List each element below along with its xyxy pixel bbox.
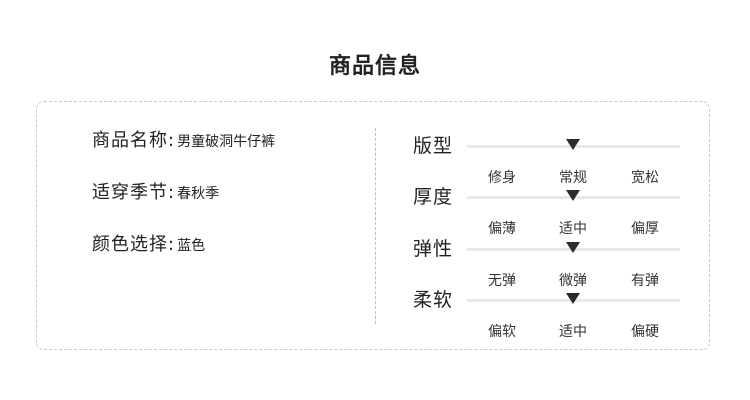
scale-option: 微弹	[559, 273, 587, 289]
vertical-divider	[375, 128, 376, 324]
scale-option: 宽松	[631, 170, 659, 186]
info-row-season: 适穿季节: 春秋季	[92, 178, 219, 206]
attr-row-fit: 版型 修身 常规 宽松	[413, 131, 713, 186]
info-row-name: 商品名称: 男童破洞牛仔裤	[92, 126, 275, 154]
scale-option: 常规	[559, 170, 587, 186]
scale-marker-icon	[566, 293, 580, 304]
info-label: 商品名称:	[92, 130, 176, 151]
attr-name: 柔软	[413, 289, 454, 311]
attr-row-thickness: 厚度 偏薄 适中 偏厚	[413, 182, 713, 237]
scale-marker-icon	[566, 242, 580, 253]
page-title: 商品信息	[328, 54, 421, 79]
attr-name: 弹性	[413, 238, 454, 260]
scale-option: 偏软	[488, 324, 516, 340]
scale-option: 偏薄	[488, 221, 516, 237]
scale-marker-icon	[566, 190, 580, 201]
scale-option: 无弹	[488, 273, 516, 289]
scale-option: 偏厚	[631, 221, 659, 237]
attr-row-softness: 柔软 偏软 适中 偏硬	[413, 285, 713, 340]
scale-option: 有弹	[631, 273, 659, 289]
info-value: 蓝色	[177, 238, 206, 254]
info-value: 男童破洞牛仔裤	[177, 134, 276, 150]
info-value: 春秋季	[177, 186, 220, 202]
info-row-color: 颜色选择: 蓝色	[92, 230, 205, 258]
attr-name: 厚度	[413, 186, 454, 208]
info-label: 颜色选择:	[92, 234, 176, 255]
scale-track: 修身 常规 宽松	[467, 139, 680, 186]
info-label: 适穿季节:	[92, 182, 176, 203]
scale-option: 适中	[559, 221, 587, 237]
attr-row-elasticity: 弹性 无弹 微弹 有弹	[413, 234, 713, 289]
scale-option: 修身	[488, 170, 516, 186]
scale-track: 无弹 微弹 有弹	[467, 242, 680, 289]
attr-name: 版型	[413, 135, 454, 157]
scale-option: 偏硬	[631, 324, 659, 340]
scale-track: 偏薄 适中 偏厚	[467, 190, 680, 237]
scale-track: 偏软 适中 偏硬	[467, 293, 680, 340]
product-info-card: 商品名称: 男童破洞牛仔裤 适穿季节: 春秋季 颜色选择: 蓝色 版型 修身 常…	[36, 101, 710, 350]
scale-marker-icon	[566, 139, 580, 150]
scale-option: 适中	[559, 324, 587, 340]
